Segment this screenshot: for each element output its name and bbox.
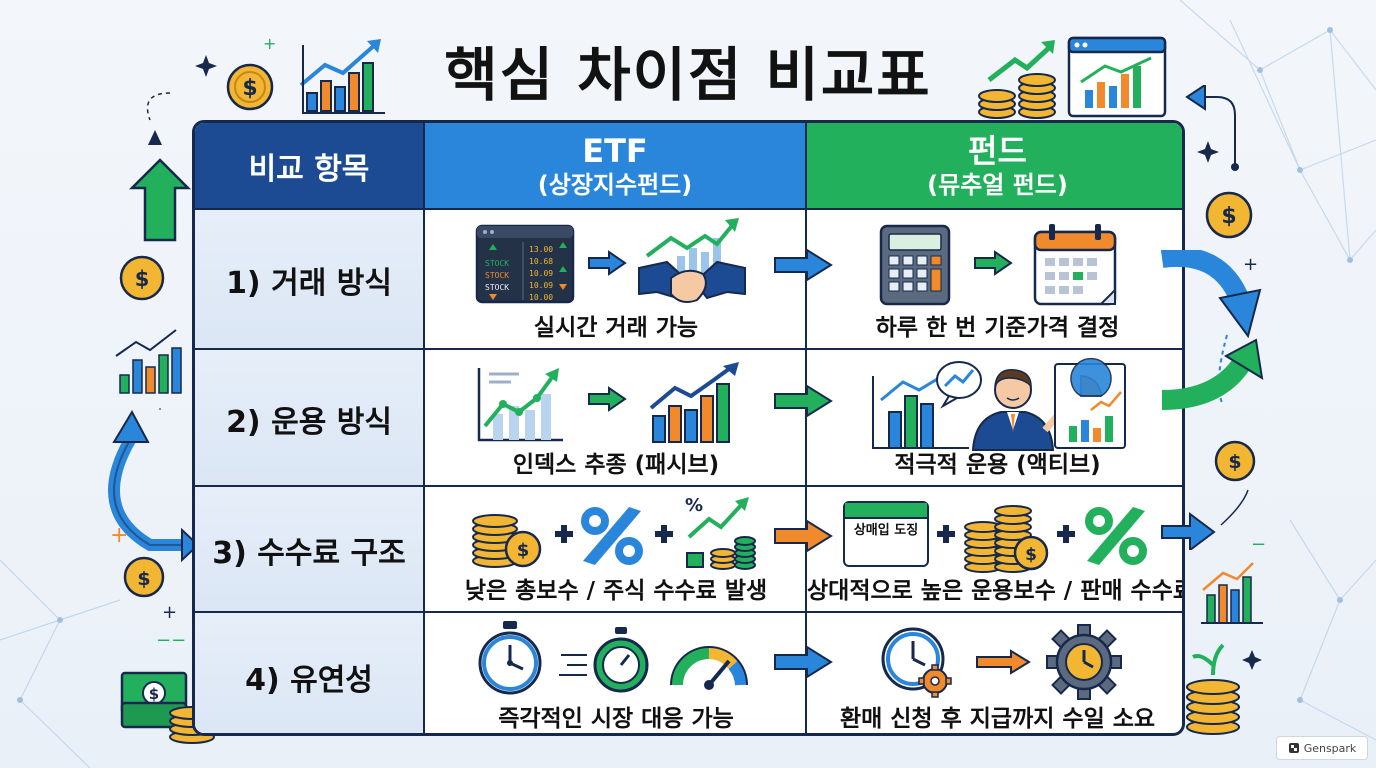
fund-caption: 적극적 운용 (액티브): [894, 452, 1101, 478]
genspark-badge-label: Genspark: [1303, 741, 1357, 755]
fund-manager-icon: [872, 358, 1126, 451]
arrow-right-icon: [974, 250, 1013, 276]
arrow-right-icon: [588, 250, 627, 276]
stopwatch-icon: [478, 621, 542, 695]
svg-text:%: %: [685, 495, 703, 516]
etf-cell: STOCK STOCK STOCK 13.00 10.68 10.09 10.0…: [423, 210, 807, 350]
coin-chart-icon: + $: [195, 35, 385, 114]
svg-text:$: $: [242, 76, 257, 101]
header-fund-title: 펀드: [968, 132, 1027, 170]
svg-text:$: $: [137, 568, 150, 590]
page-title: 핵심 차이점 비교표: [444, 41, 932, 109]
fund-cell: 환매 신청 후 지급까지 수일 소요: [774, 613, 1182, 733]
svg-text:$: $: [1228, 451, 1241, 473]
percent-icon: [1085, 507, 1147, 565]
stock-value: 13.00: [529, 245, 553, 254]
fund-caption: 하루 한 번 기준가격 결정: [875, 315, 1120, 341]
svg-text:$: $: [1221, 204, 1236, 229]
svg-text:+: +: [110, 523, 128, 548]
header-fund: 펀드 (뮤추얼 펀드): [805, 123, 1182, 209]
calendar-note-text: 상매입 도징: [853, 523, 919, 538]
svg-text:−: −: [1251, 534, 1266, 555]
stock-fee-icon: %: [685, 495, 756, 570]
stock-value: 10.00: [529, 293, 553, 302]
svg-text:−−: −−: [156, 630, 186, 651]
stock-label: STOCK: [485, 283, 509, 292]
growth-chart-icon: [649, 362, 739, 443]
coins-browser-chart-icon: [978, 36, 1167, 119]
row-label: 4) 유연성: [195, 613, 423, 733]
plus-icon: [655, 525, 673, 543]
arrow-right-icon: [976, 649, 1031, 675]
etf-cell: $ %: [423, 487, 807, 613]
right-flow-arrows: [1160, 250, 1264, 550]
stock-value: 10.09: [529, 281, 553, 290]
header-etf-title: ETF: [582, 132, 648, 170]
handshake-chart-icon: [638, 218, 746, 303]
index-chart-icon: [477, 368, 563, 442]
etf-cell: 즉각적인 시장 대응 가능: [423, 613, 807, 733]
genspark-badge[interactable]: Genspark: [1276, 736, 1368, 760]
table-row: 1) 거래 방식 STOCK STOCK STOCK 13.00 10.68 1…: [195, 208, 1182, 350]
stock-label: STOCK: [485, 259, 509, 268]
plus-icon: [937, 525, 955, 543]
svg-text:+: +: [162, 602, 177, 623]
row-label: 2) 운용 방식: [195, 350, 423, 487]
etf-cell: 인덱스 추종 (패시브): [423, 350, 807, 487]
arrow-right-icon: [588, 386, 627, 412]
etf-caption: 낮은 총보수 / 주식 수수료 발생: [464, 578, 768, 604]
genspark-logo-icon: [1288, 743, 1299, 753]
arrow-right-icon: [774, 384, 833, 418]
fast-stopwatch-icon: [559, 627, 649, 693]
row-label: 3) 수수료 구조: [195, 487, 423, 613]
coins-icon: $: [472, 514, 542, 568]
fund-cell: 하루 한 번 기준가격 결정: [774, 210, 1182, 350]
fund-cell: 상매입 도징 $: [774, 487, 1185, 613]
row-label: 1) 거래 방식: [195, 210, 423, 350]
arrow-right-icon: [774, 519, 833, 553]
etf-caption: 인덱스 추종 (패시브): [512, 452, 720, 478]
plus-icon: [1057, 525, 1075, 543]
arrow-right-icon: [774, 645, 833, 679]
fund-caption: 상대적으로 높은 운용보수 / 판매 수수료: [807, 578, 1185, 604]
coins-icon: $: [964, 505, 1049, 573]
svg-text:$: $: [1025, 545, 1037, 565]
svg-text:$: $: [517, 540, 530, 561]
percent-icon: [581, 507, 643, 565]
stock-label: STOCK: [485, 271, 509, 280]
svg-text:$: $: [149, 685, 159, 703]
svg-text:$: $: [135, 267, 150, 291]
clock-gear-icon: [881, 627, 952, 698]
stock-value: 10.68: [529, 257, 553, 266]
calendar-icon: [1033, 224, 1117, 306]
svg-text:+: +: [263, 35, 276, 53]
arrow-right-icon: [774, 248, 833, 282]
calculator-icon: [879, 224, 951, 306]
header-etf: ETF (상장지수펀드): [423, 123, 805, 209]
header-etf-subtitle: (상장지수펀드): [537, 171, 693, 199]
etf-caption: 즉각적인 시장 대응 가능: [498, 706, 734, 732]
header-fund-subtitle: (뮤추얼 펀드): [927, 171, 1068, 199]
calendar-note-icon: 상매입 도징: [843, 501, 929, 567]
right-side-decorations: $ + $ −: [1185, 85, 1266, 735]
table-row: 2) 운용 방식: [195, 348, 1182, 487]
table-row: 4) 유연성: [195, 611, 1182, 733]
stock-value: 10.09: [529, 269, 553, 278]
table-row: 3) 수수료 구조 $: [195, 485, 1185, 613]
speedometer-icon: [670, 646, 748, 690]
fund-caption: 환매 신청 후 지급까지 수일 소요: [839, 706, 1156, 732]
plus-icon: [555, 525, 573, 543]
svg-text:+: +: [1243, 254, 1258, 275]
fund-cell: 적극적 운용 (액티브): [774, 350, 1182, 487]
stock-board-icon: STOCK STOCK STOCK 13.00 10.68 10.09 10.0…: [475, 224, 575, 304]
left-side-decorations: $ + $ + −−: [108, 92, 195, 651]
comparison-table: 비교 항목 ETF (상장지수펀드) 펀드 (뮤추얼 펀드) 1) 거래 방식 …: [192, 120, 1185, 736]
header-item: 비교 항목: [195, 123, 423, 209]
etf-caption: 실시간 거래 가능: [533, 315, 699, 341]
gear-clock-icon: [1046, 624, 1122, 700]
